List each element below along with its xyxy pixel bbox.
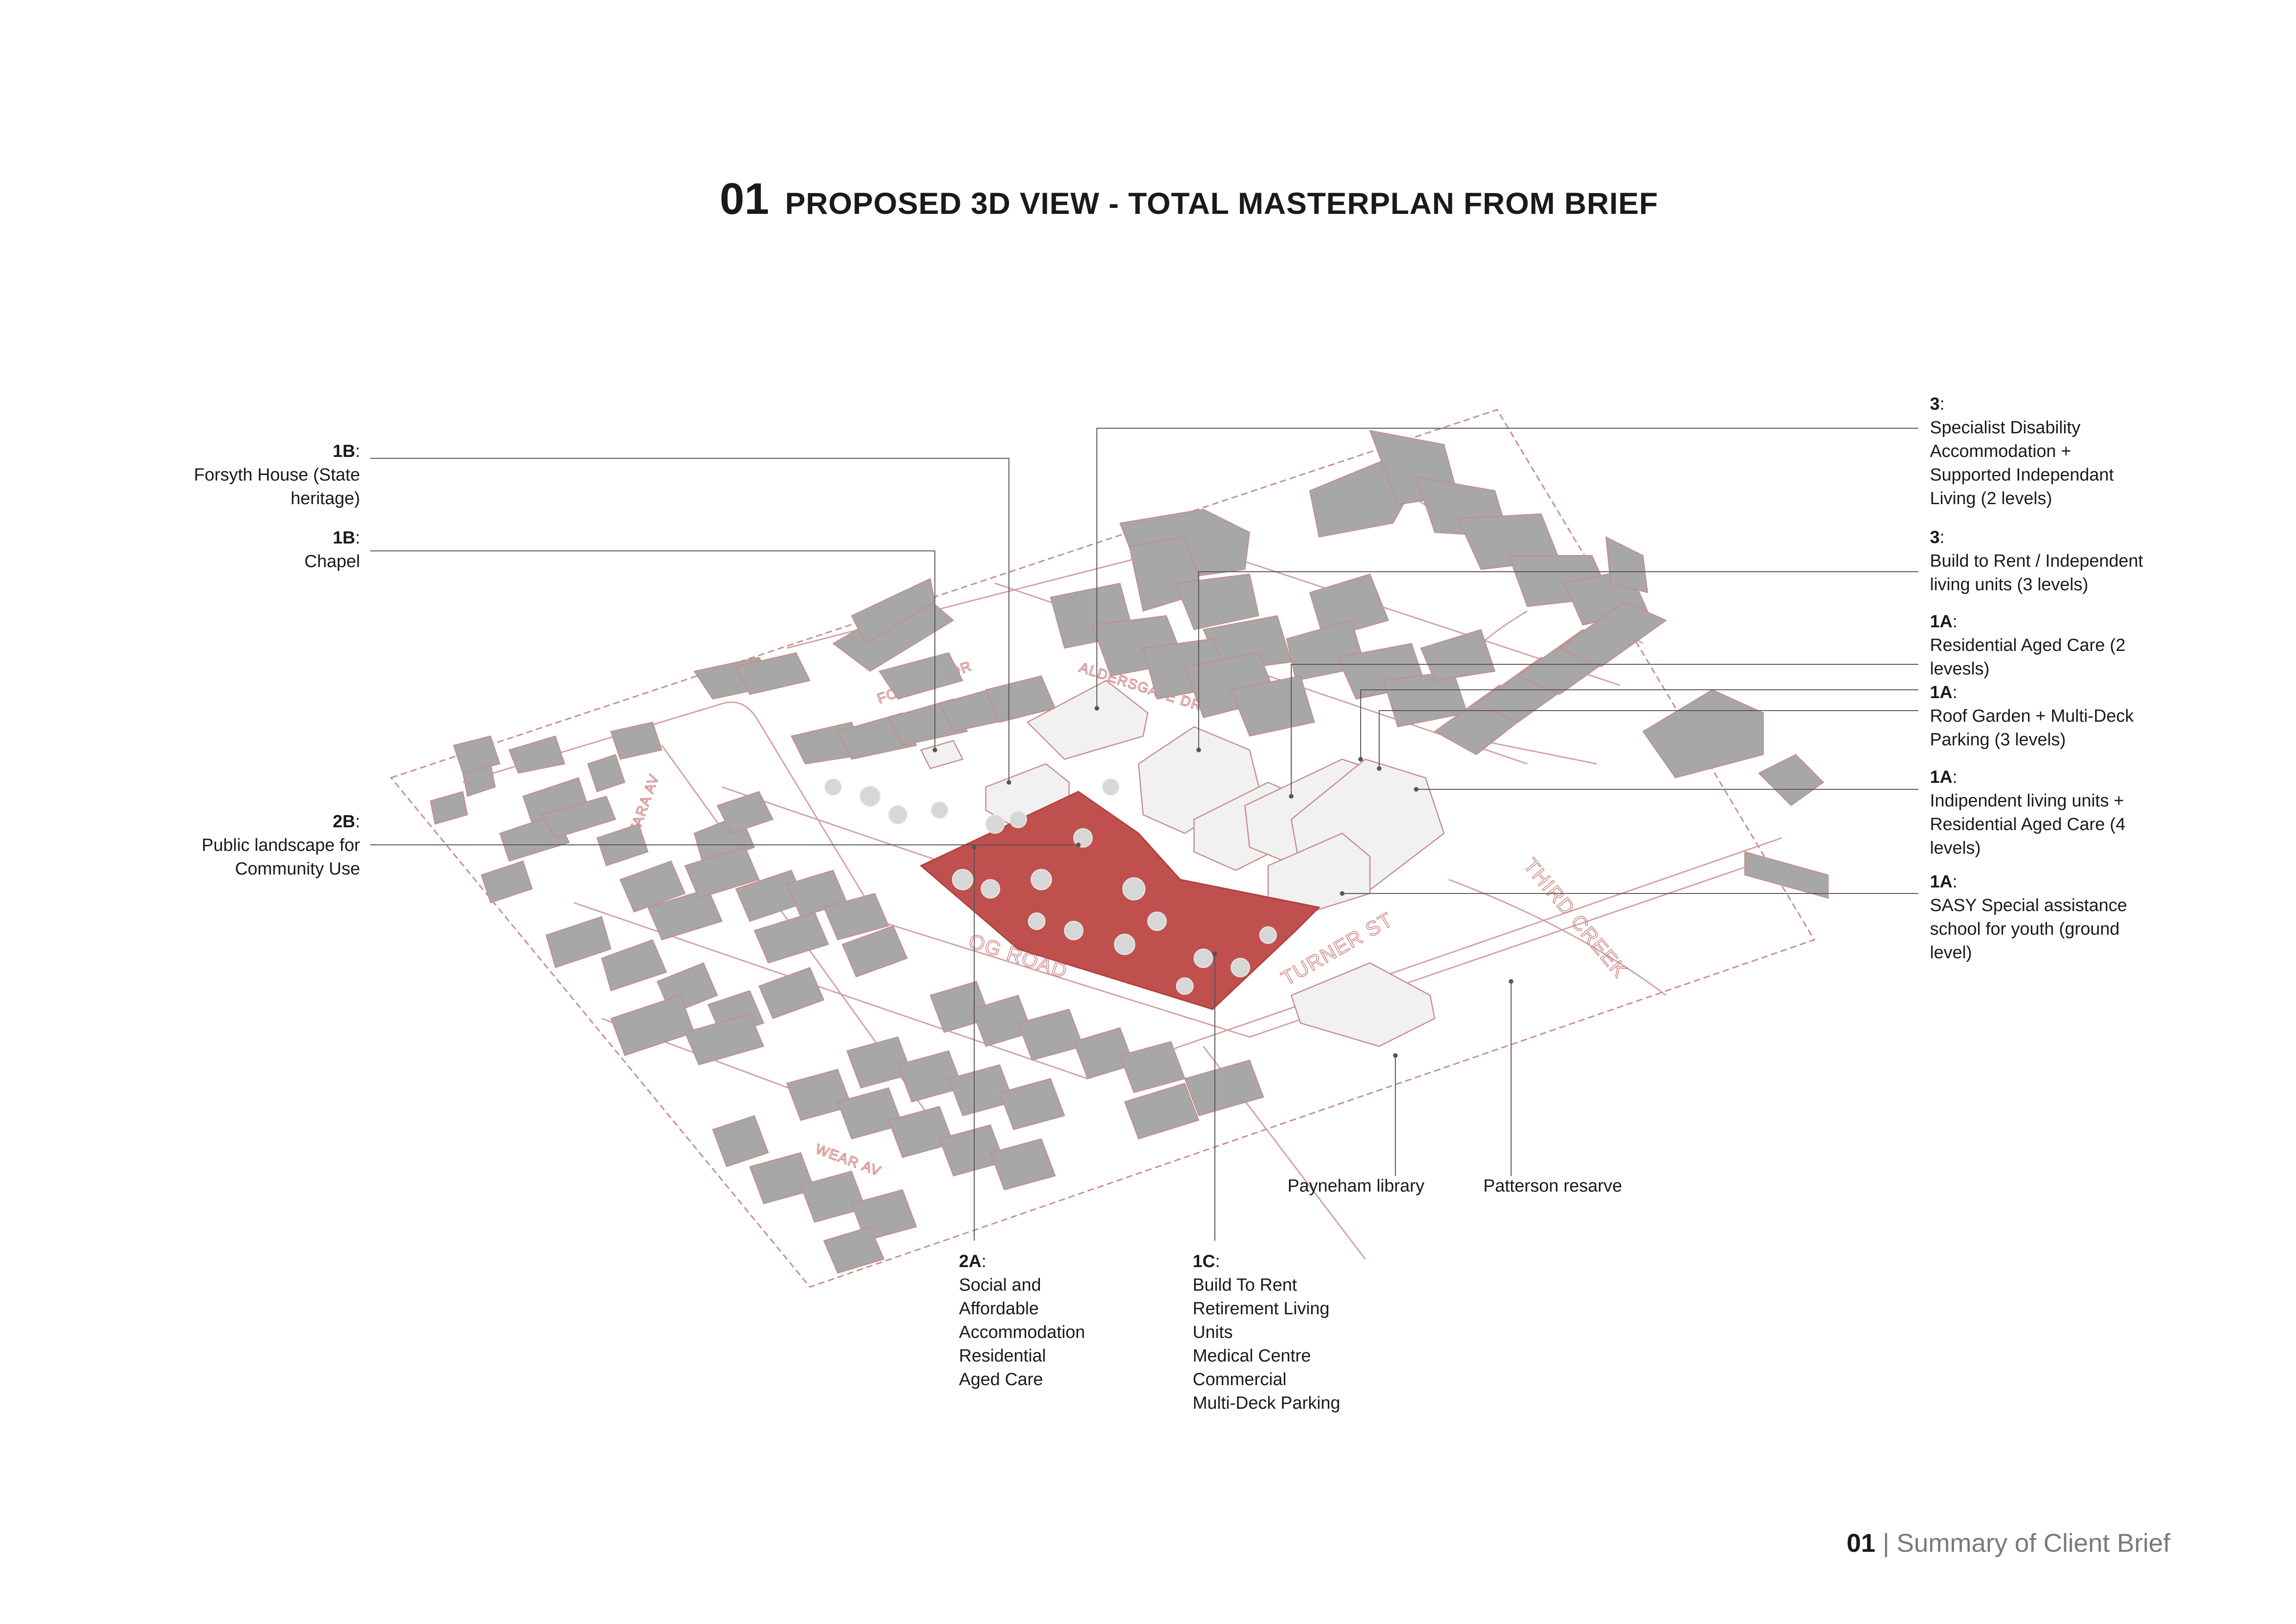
label-1c-build-to-rent: 1C: Build To Rent Retirement Living Unit…: [1193, 1252, 1340, 1413]
trees: [824, 778, 1277, 995]
label-1a-residential-aged-care: 1A: Residential Aged Care (2 levesls): [1930, 612, 2126, 679]
chapel-building: [920, 740, 964, 769]
label-payneham-library: Payneham library: [1288, 1176, 1425, 1196]
footer-section-title: Summary of Client Brief: [1896, 1528, 2171, 1557]
public-landscape-site: [920, 791, 1321, 1010]
existing-buildings: [429, 430, 1829, 1274]
leader-lines: [370, 428, 1918, 1241]
title-text: PROPOSED 3D VIEW - TOTAL MASTERPLAN FROM…: [785, 186, 1658, 220]
disability-accommodation-building: [1026, 680, 1149, 760]
label-2b-public-landscape: 2B: Public landscape for Community Use: [201, 812, 360, 879]
page-footer: 01 | Summary of Client Brief: [1847, 1528, 2170, 1558]
footer-separator: |: [1882, 1528, 1890, 1557]
label-1a-independent-living: 1A: Indipendent living units + Residenti…: [1930, 768, 2126, 858]
label-1b-forsyth-house: 1B: Forsyth House (State heritage): [193, 442, 360, 508]
page-title: 01 PROPOSED 3D VIEW - TOTAL MASTERPLAN F…: [720, 174, 1658, 225]
label-2a-social-affordable: 2A: Social and Affordable Accommodation …: [959, 1252, 1085, 1389]
proposed-buildings: [920, 680, 1445, 1047]
title-number: 01: [720, 174, 769, 224]
label-3-build-to-rent: 3: Build to Rent / Independent living un…: [1930, 528, 2143, 594]
label-1b-chapel: 1B: Chapel: [304, 528, 360, 571]
label-3-disability-accommodation: 3: Specialist Disability Accommodation +…: [1930, 394, 2114, 508]
payneham-library-building: [1290, 962, 1436, 1047]
label-patterson-reserve: Patterson resarve: [1483, 1176, 1622, 1196]
footer-page-number: 01: [1847, 1528, 1876, 1557]
label-1a-roof-garden: 1A: Roof Garden + Multi-Deck Parking (3 …: [1930, 683, 2134, 750]
label-1a-sasy-school: 1A: SASY Special assistance school for y…: [1930, 872, 2127, 962]
